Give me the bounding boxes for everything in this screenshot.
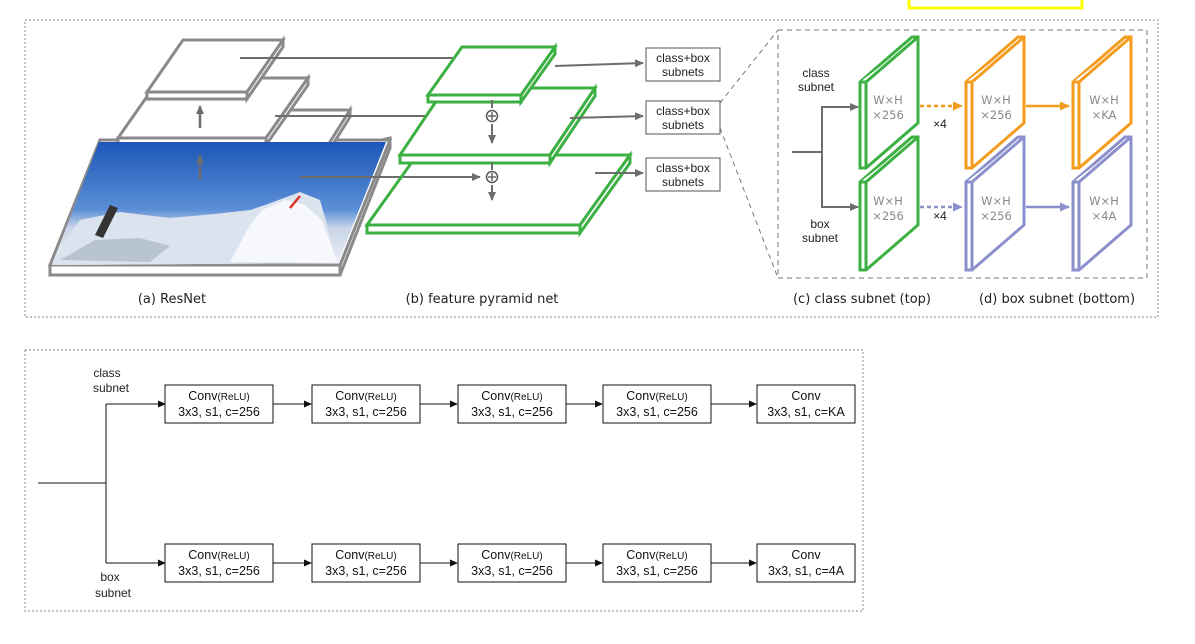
conv-label: Conv(ReLU) <box>626 548 687 562</box>
caption-class-subnet: (c) class subnet (top) <box>793 292 931 307</box>
conv-spec: 3x3, s1, c=256 <box>325 564 407 578</box>
feature-map-label: ×4A <box>1092 209 1117 223</box>
conv-label: Conv(ReLU) <box>335 548 396 562</box>
caption-box-subnet: (d) box subnet (bottom) <box>979 292 1135 307</box>
repeat-label: ×4 <box>933 209 947 223</box>
feature-map-label: W×H <box>1089 93 1119 107</box>
box-conv-row: Conv(ReLU) 3x3, s1, c=256 Conv(ReLU) 3x3, s… <box>165 544 855 582</box>
subnet-box-label: class+box <box>656 161 710 175</box>
class-subnet-label: subnet <box>798 80 835 94</box>
conv-spec: 3x3, s1, c=256 <box>616 405 698 419</box>
conv-box: Conv(ReLU) 3x3, s1, c=256 <box>458 544 566 582</box>
conv-label: Conv(ReLU) <box>481 389 542 403</box>
feature-map-label: W×H <box>981 93 1011 107</box>
feature-map-label: W×H <box>1089 194 1119 208</box>
feature-map-label: W×H <box>873 93 903 107</box>
conv-box: Conv 3x3, s1, c=KA <box>757 385 855 423</box>
subnet-box-label: class+box <box>656 104 710 118</box>
conv-spec: 3x3, s1, c=KA <box>767 405 845 419</box>
conv-spec: 3x3, s1, c=4A <box>768 564 845 578</box>
conv-spec: 3x3, s1, c=256 <box>616 564 698 578</box>
plus-icon <box>487 111 498 122</box>
box-subnet-label: box <box>810 217 829 231</box>
feature-map-label: ×256 <box>980 209 1012 223</box>
fpn-pyramid <box>367 47 630 233</box>
conv-spec: 3x3, s1, c=256 <box>325 405 407 419</box>
subnet-box-2: class+box subnets <box>646 101 720 134</box>
conv-spec: 3x3, s1, c=256 <box>471 405 553 419</box>
conv-spec: 3x3, s1, c=256 <box>471 564 553 578</box>
conv-label: Conv(ReLU) <box>188 389 249 403</box>
bottom-panel-frame <box>25 350 863 611</box>
subnet-branch <box>792 107 858 207</box>
subnet-box-1: class+box subnets <box>646 48 720 81</box>
highlight-box <box>909 0 1082 8</box>
class-subnet-label: subnet <box>93 381 130 395</box>
subnet-box-label: class+box <box>656 51 710 65</box>
class-conv-row: Conv(ReLU) 3x3, s1, c=256 Conv(ReLU) 3x3, s… <box>165 385 855 423</box>
class-subnet-label: class <box>802 66 829 80</box>
conv-box: Conv(ReLU) 3x3, s1, c=256 <box>603 385 711 423</box>
conv-label: Conv <box>791 389 821 403</box>
feature-map-label: ×256 <box>872 108 904 122</box>
subnet-box-label: subnets <box>662 118 704 132</box>
conv-label: Conv(ReLU) <box>188 548 249 562</box>
repeat-label: ×4 <box>933 117 947 131</box>
conv-label: Conv(ReLU) <box>481 548 542 562</box>
conv-label: Conv <box>791 548 821 562</box>
class-subnet-label: class <box>93 366 120 380</box>
caption-resnet: (a) ResNet <box>138 292 206 307</box>
conv-box: Conv(ReLU) 3x3, s1, c=256 <box>165 385 273 423</box>
conv-box: Conv(ReLU) 3x3, s1, c=256 <box>458 385 566 423</box>
conv-box: Conv(ReLU) 3x3, s1, c=256 <box>312 385 420 423</box>
feature-map-label: ×256 <box>872 209 904 223</box>
conv-spec: 3x3, s1, c=256 <box>178 405 260 419</box>
feature-map-label: W×H <box>981 194 1011 208</box>
box-subnet-label: subnet <box>95 586 132 600</box>
conv-label: Conv(ReLU) <box>335 389 396 403</box>
conv-label: Conv(ReLU) <box>626 389 687 403</box>
subnet-box-3: class+box subnets <box>646 158 720 191</box>
feature-map-label: ×256 <box>980 108 1012 122</box>
feature-map-label: W×H <box>873 194 903 208</box>
bottom-branch <box>38 404 165 563</box>
zoom-line-bottom <box>720 128 778 278</box>
input-photo <box>52 142 386 265</box>
plus-icon <box>487 172 498 183</box>
subnet-box-label: subnets <box>662 175 704 189</box>
conv-box: Conv(ReLU) 3x3, s1, c=256 <box>165 544 273 582</box>
box-subnet-label: box <box>100 570 119 584</box>
conv-box: Conv(ReLU) 3x3, s1, c=256 <box>312 544 420 582</box>
feature-map-label: ×KA <box>1092 108 1117 122</box>
conv-box: Conv 3x3, s1, c=4A <box>757 544 855 582</box>
caption-fpn: (b) feature pyramid net <box>406 292 559 307</box>
box-subnet-label: subnet <box>802 231 839 245</box>
zoom-line-top <box>720 30 778 103</box>
conv-spec: 3x3, s1, c=256 <box>178 564 260 578</box>
conv-box: Conv(ReLU) 3x3, s1, c=256 <box>603 544 711 582</box>
subnet-box-label: subnets <box>662 65 704 79</box>
